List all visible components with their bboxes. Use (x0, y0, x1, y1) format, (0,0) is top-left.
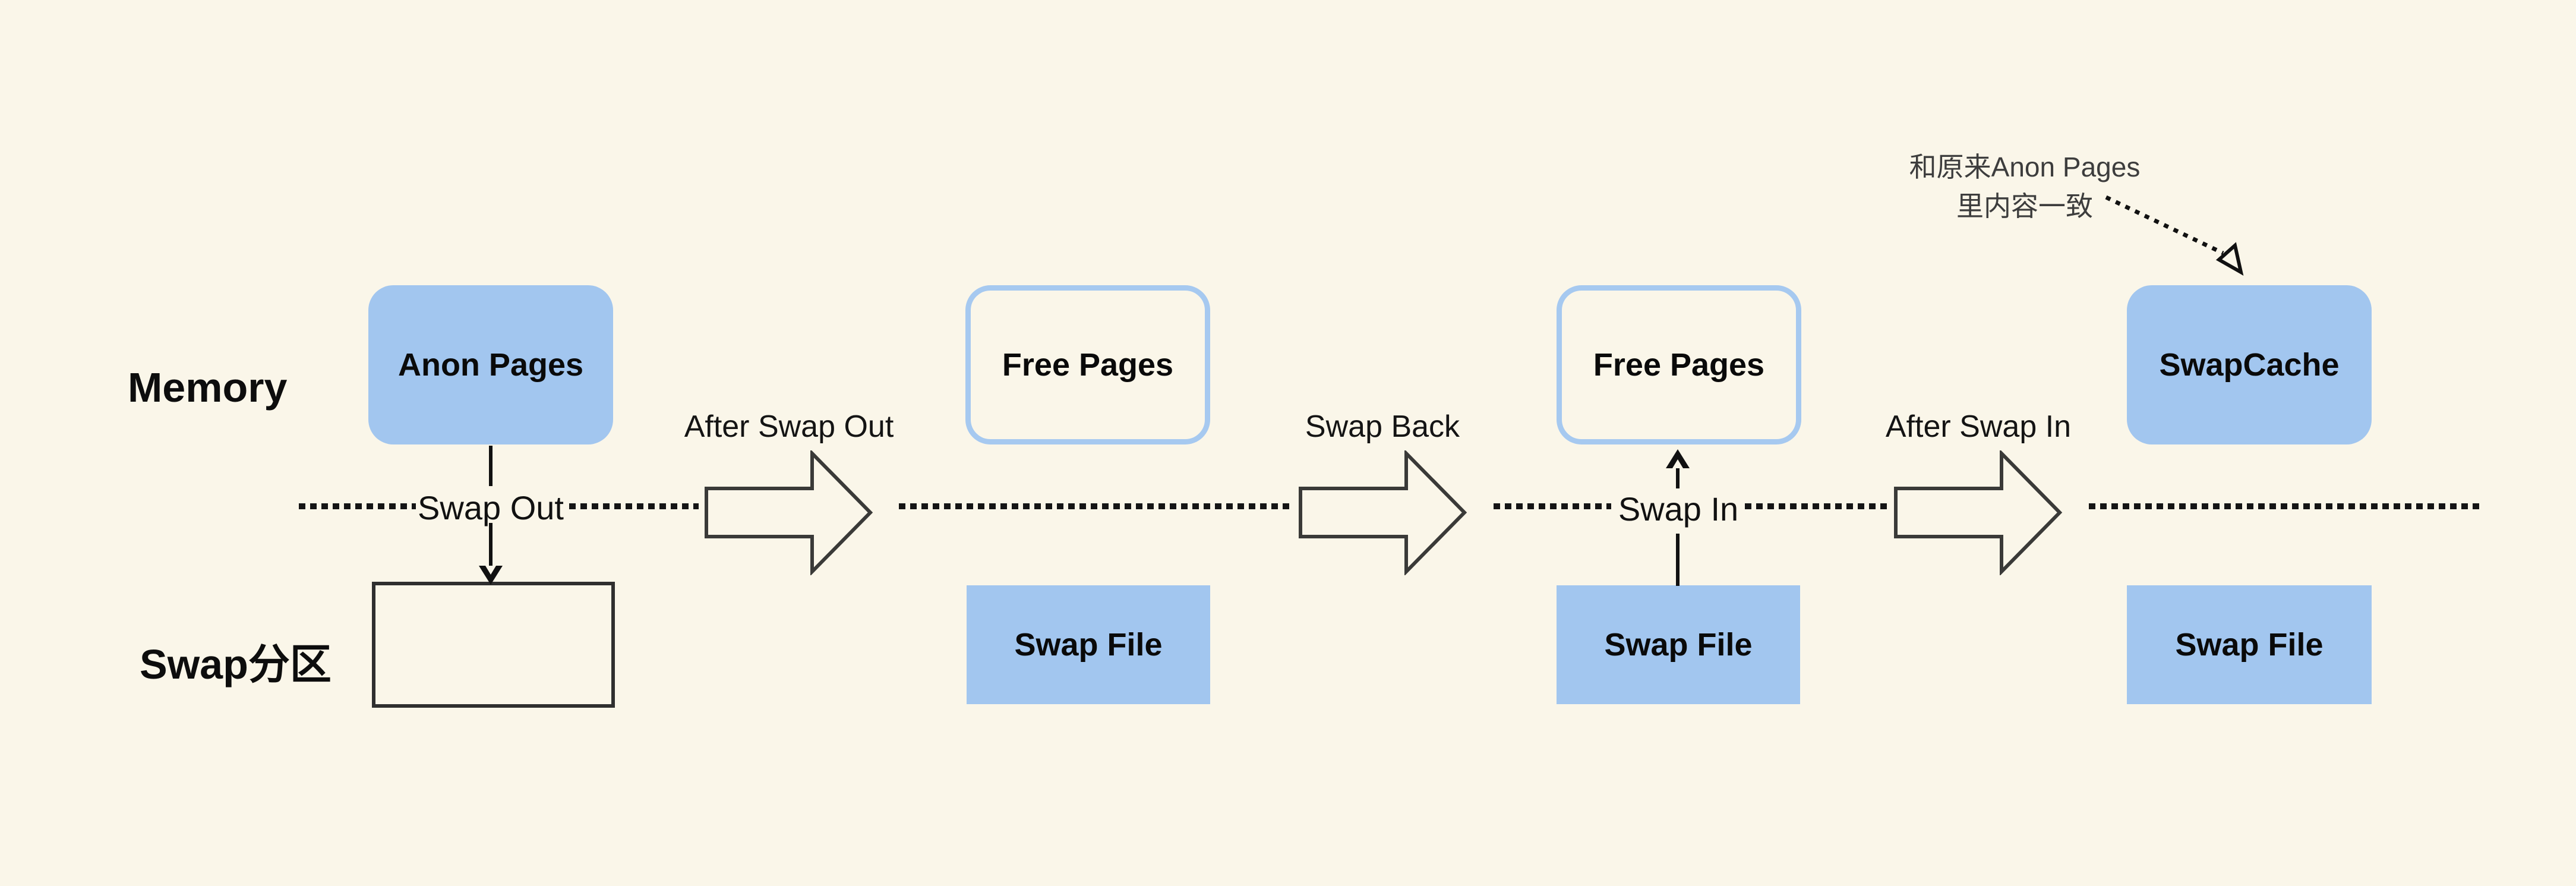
dotted-boundary-segment (1494, 503, 1611, 509)
swapcache-annotation: 和原来Anon Pages 里内容一致 (1817, 147, 2233, 226)
swap-back-label: Swap Back (1305, 409, 1460, 444)
free-pages-label-2: Free Pages (1593, 347, 1765, 383)
swap-file-box-2: Swap File (1557, 585, 1800, 704)
dotted-boundary-segment (299, 503, 416, 509)
free-pages-box-1: Free Pages (965, 285, 1210, 444)
dotted-boundary-segment (899, 503, 1293, 509)
after-swap-out-label: After Swap Out (684, 409, 894, 444)
swap-file-label-2: Swap File (1604, 627, 1753, 663)
block-arrow-after-swap-in (1894, 450, 2063, 575)
swapcache-label: SwapCache (2159, 347, 2340, 383)
memory-row-label: Memory (128, 364, 288, 411)
swapcache-box: SwapCache (2127, 285, 2372, 444)
annotation-line-2: 里内容一致 (1956, 191, 2093, 222)
swap-partition-row-label: Swap分区 (140, 641, 332, 688)
swap-in-arrow (1666, 449, 1690, 586)
swap-in-label: Swap In (1618, 490, 1739, 528)
dotted-boundary-segment (2089, 503, 2483, 509)
swap-partition-empty-box (372, 582, 615, 708)
anon-pages-box: Anon Pages (368, 285, 613, 444)
swap-file-label-3: Swap File (2175, 627, 2324, 663)
block-arrow-swap-back (1299, 450, 1467, 575)
dotted-boundary-segment (1745, 503, 1888, 509)
free-pages-label-1: Free Pages (1002, 347, 1174, 383)
swap-file-label-1: Swap File (1014, 627, 1163, 663)
swap-out-arrow (479, 446, 503, 585)
block-arrow-after-swap-out (705, 450, 873, 575)
free-pages-box-2: Free Pages (1557, 285, 1801, 444)
dotted-boundary-segment (569, 503, 699, 509)
swap-file-box-1: Swap File (967, 585, 1210, 704)
anon-pages-label: Anon Pages (397, 347, 584, 383)
swap-out-label: Swap Out (418, 489, 564, 526)
swap-file-box-3: Swap File (2127, 585, 2372, 704)
after-swap-in-label: After Swap In (1885, 409, 2072, 444)
annotation-dotted-arrow (2105, 195, 2244, 276)
annotation-line-1: 和原来Anon Pages (1909, 152, 2141, 182)
